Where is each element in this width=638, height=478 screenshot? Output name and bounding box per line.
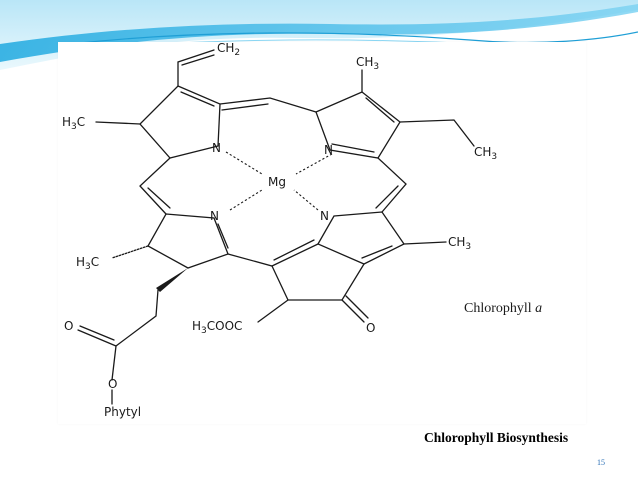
- page-number: 15: [597, 458, 605, 467]
- label-magnesium: Mg: [268, 175, 286, 189]
- ring-d: [147, 213, 229, 269]
- label-methyl-ring-d: H3C: [76, 255, 99, 272]
- coord-n-b: [295, 153, 333, 175]
- label-n-ring-b: N: [324, 143, 333, 157]
- ring-d-methyl-hash: [111, 245, 149, 259]
- molecule-caption: Chlorophyll a: [464, 301, 542, 316]
- coord-n-a: [225, 151, 263, 175]
- ring-c: [317, 211, 405, 265]
- ring-d-double: [217, 223, 229, 249]
- chain: [111, 289, 159, 381]
- label-ester-oxygen: O: [108, 377, 117, 391]
- bridge-left-double: [147, 187, 171, 209]
- content-panel: [58, 42, 586, 424]
- ring-a-methyl: [95, 121, 141, 125]
- bridge-right-double: [375, 185, 399, 209]
- label-n-ring-c: N: [320, 209, 329, 223]
- ring-e: [271, 263, 365, 301]
- chain-carbonyl: [77, 329, 117, 347]
- label-keto-oxygen: O: [366, 321, 375, 335]
- bridge-right: [377, 157, 407, 213]
- ring-c-methyl: [403, 241, 447, 245]
- chlorophyll-structure-diagram: CH2 CH3 H3C CH3 N N N N Mg CH3 H3C H3COO…: [62, 41, 542, 419]
- label-methyl-ring-c: CH3: [448, 235, 471, 252]
- ester-bond: [257, 299, 289, 323]
- keto-double: [345, 295, 369, 319]
- ethyl: [399, 119, 475, 147]
- label-phytyl: Phytyl: [104, 405, 141, 419]
- chain-wedge: [156, 268, 188, 292]
- label-vinyl: CH2: [217, 41, 240, 58]
- label-n-ring-a: N: [212, 141, 221, 155]
- label-carbonyl-oxygen: O: [64, 319, 73, 333]
- ring-b-double: [365, 97, 395, 123]
- coord-n-c: [293, 189, 319, 211]
- label-methyl-left: H3C: [62, 115, 85, 132]
- label-ester: H3COOC: [192, 319, 242, 336]
- label-n-ring-d: N: [210, 209, 219, 223]
- ring-a: [139, 85, 221, 159]
- bridge-bottom-double: [273, 239, 315, 261]
- banner-wave-line: [69, 31, 638, 45]
- chain-carbonyl-double: [79, 325, 115, 341]
- bridge-bottom: [227, 243, 319, 267]
- ring-a-double: [180, 91, 215, 107]
- keto-bond: [341, 299, 365, 323]
- banner-wave-light: [0, 0, 638, 70]
- ring-c-double: [361, 245, 393, 259]
- molecule-bonds: [77, 49, 475, 405]
- label-ethyl-end: CH3: [474, 145, 497, 162]
- ring-b: [315, 91, 401, 159]
- ring-b-double-2: [331, 143, 375, 153]
- coord-n-d: [229, 189, 263, 211]
- bridge-top: [219, 97, 317, 113]
- slide-title: Chlorophyll Biosynthesis: [424, 430, 569, 445]
- bridge-left: [139, 157, 171, 215]
- vinyl-bond: [177, 49, 215, 87]
- label-methyl-top-right: CH3: [356, 55, 379, 72]
- bridge-top-double: [221, 103, 269, 111]
- vinyl-double: [181, 54, 215, 66]
- molecule-labels: CH2 CH3 H3C CH3 N N N N Mg CH3 H3C H3COO…: [62, 41, 542, 419]
